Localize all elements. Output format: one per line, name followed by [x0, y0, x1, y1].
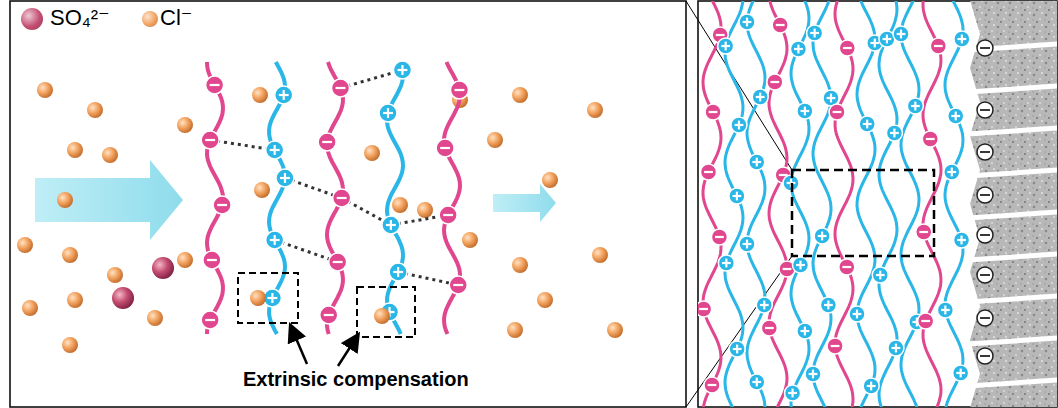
legend-label: SO₄²⁻ — [50, 5, 110, 31]
legend-label: Cl⁻ — [160, 5, 192, 31]
callout-label: Extrinsic compensation — [243, 368, 469, 391]
legend-swatch — [21, 8, 43, 30]
legend-swatch — [142, 11, 158, 27]
